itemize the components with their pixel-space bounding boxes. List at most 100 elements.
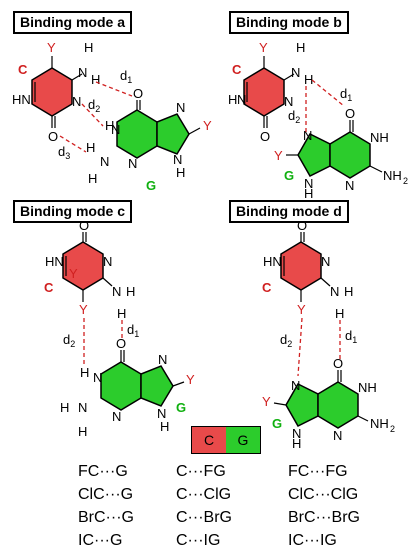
mode-a-d3: d3 <box>58 144 70 161</box>
mode-c-atom: N <box>103 254 112 269</box>
mode-b-atom: O <box>260 129 270 144</box>
legend-item: FC···G <box>78 463 128 480</box>
mode-c-d1: d1 <box>127 322 139 339</box>
mode-b-atom: NH <box>370 130 389 145</box>
legend-item: FC···FG <box>288 463 348 480</box>
mode-c-atom: N <box>112 284 121 299</box>
mode-b-atom: O <box>345 106 355 121</box>
legend-item: IC···G <box>78 532 123 549</box>
mode-a-atom: N <box>128 156 137 171</box>
mode-a-hbond-d2 <box>81 103 104 127</box>
mode-d-atom: NH <box>358 380 377 395</box>
mode-b-atom: N <box>303 128 312 143</box>
mode-c-atom: O <box>116 336 126 351</box>
mode-c-guanine-ring6 <box>100 361 142 411</box>
mode-c-c-label: C <box>44 280 54 295</box>
mode-b-d1: d1 <box>340 86 352 103</box>
legend-column-3: FC···FG ClC···ClG BrC···BrG IC···IG <box>288 460 360 552</box>
mode-d-atom: O <box>333 356 343 371</box>
mode-a-c-label: C <box>18 62 28 77</box>
mode-c-structures: O HN N N H H Y Y C O N H N N N H H N H Y… <box>44 218 195 439</box>
panel-title-b: Binding mode b <box>229 11 349 34</box>
mode-c-g-label: G <box>176 400 186 415</box>
mode-a-atom: N <box>111 122 120 137</box>
panel-title-d: Binding mode d <box>229 200 349 223</box>
legend-item: ClC···G <box>78 486 134 503</box>
mode-d-atom: 2 <box>390 424 395 434</box>
mode-c-atom: N <box>157 406 166 421</box>
mode-c-atom: N <box>158 352 167 367</box>
mode-a-y-c: Y <box>47 40 56 55</box>
legend-item: BrC···G <box>78 509 134 526</box>
mode-a-atom: N <box>72 94 81 109</box>
mode-a-atom: H <box>105 118 114 133</box>
mode-b-structures: Y C H N H H N N O O N NH N H N NH 2 Y G … <box>228 40 408 201</box>
mode-b-guanine-ring5 <box>297 133 331 177</box>
mode-d-atom: N <box>291 378 300 393</box>
key-guanine: G <box>226 427 260 453</box>
mode-c-atom: N <box>78 400 87 415</box>
legend-item: ClC···ClG <box>288 486 359 503</box>
mode-b-atom: H <box>304 72 313 87</box>
mode-d-cytosine-ring <box>280 241 322 291</box>
mode-a-atom: N <box>100 154 109 169</box>
mode-a-d1: d1 <box>120 68 132 85</box>
mode-b-y-c: Y <box>259 40 268 55</box>
mode-b-atom: N <box>284 94 293 109</box>
mode-c-atom: O <box>79 218 89 233</box>
legend-item: C···ClG <box>176 486 232 503</box>
mode-c-y-c: Y <box>79 302 88 317</box>
mode-c-atom: HN <box>45 254 64 269</box>
mode-a-atom: O <box>133 86 143 101</box>
mode-b-atom: N <box>304 176 313 191</box>
mode-c-atom: H <box>126 284 135 299</box>
mode-a-atom: N <box>173 152 182 167</box>
legend-item: C···IG <box>176 532 221 549</box>
mode-a-atom: H <box>88 171 97 186</box>
mode-d-atom: N <box>321 254 330 269</box>
panel-title-a: Binding mode a <box>13 11 132 34</box>
mode-a-atom: H <box>176 165 185 180</box>
mode-a-guanine-ring5 <box>156 113 190 155</box>
mode-b-y-g: Y <box>274 148 283 163</box>
mode-c-atom: H <box>60 400 69 415</box>
legend-item: C···FG <box>176 463 226 480</box>
mode-a-structures: Y C H N H HN N O O N H N N N H H N H Y G… <box>12 40 212 193</box>
mode-a-atom: N <box>176 100 185 115</box>
mode-d-guanine-ring5 <box>285 383 319 427</box>
mode-d-atom: H <box>344 284 353 299</box>
mode-b-atom: N <box>291 65 300 80</box>
legend-column-1: FC···G ClC···G BrC···G IC···G <box>78 460 134 552</box>
mode-c-y-g: Y <box>186 372 195 387</box>
mode-b-atom: N <box>345 178 354 193</box>
mode-a-atom: N <box>78 65 87 80</box>
mode-d-structures: O HN N N H H Y C O N NH N H N NH 2 Y G d… <box>262 218 395 451</box>
mode-d-g-label: G <box>272 416 282 431</box>
mode-b-atom: H <box>296 40 305 55</box>
mode-b-atom: NH <box>383 168 402 183</box>
mode-d-d1: d1 <box>345 328 357 345</box>
mode-b-atom: 2 <box>403 176 408 186</box>
mode-d-c-label: C <box>262 280 272 295</box>
mode-d-atom: N <box>333 428 342 443</box>
mode-a-hbond-d3 <box>59 135 87 153</box>
mode-d-atom: N <box>330 284 339 299</box>
mode-a-atom: O <box>48 129 58 144</box>
mode-a-cytosine-ring <box>31 67 73 117</box>
mode-c-atom: N <box>112 409 121 424</box>
mode-c-guanine-ring5 <box>140 365 174 407</box>
mode-b-atom: H <box>228 92 237 107</box>
mode-b-g-label: G <box>284 168 294 183</box>
mode-b-guanine-ring6 <box>329 131 371 179</box>
mode-d-guanine-ring6 <box>317 381 359 429</box>
mode-b-d2: d2 <box>288 108 300 125</box>
mode-d-atom: H <box>292 436 301 451</box>
mode-c-atom: H <box>117 306 126 321</box>
mode-a-y-g: Y <box>203 118 212 133</box>
mode-d-atom: H <box>335 306 344 321</box>
mode-d-d2: d2 <box>280 332 292 349</box>
mode-d-atom: O <box>297 218 307 233</box>
legend-item: C···BrG <box>176 509 232 526</box>
mode-d-y-g: Y <box>262 394 271 409</box>
